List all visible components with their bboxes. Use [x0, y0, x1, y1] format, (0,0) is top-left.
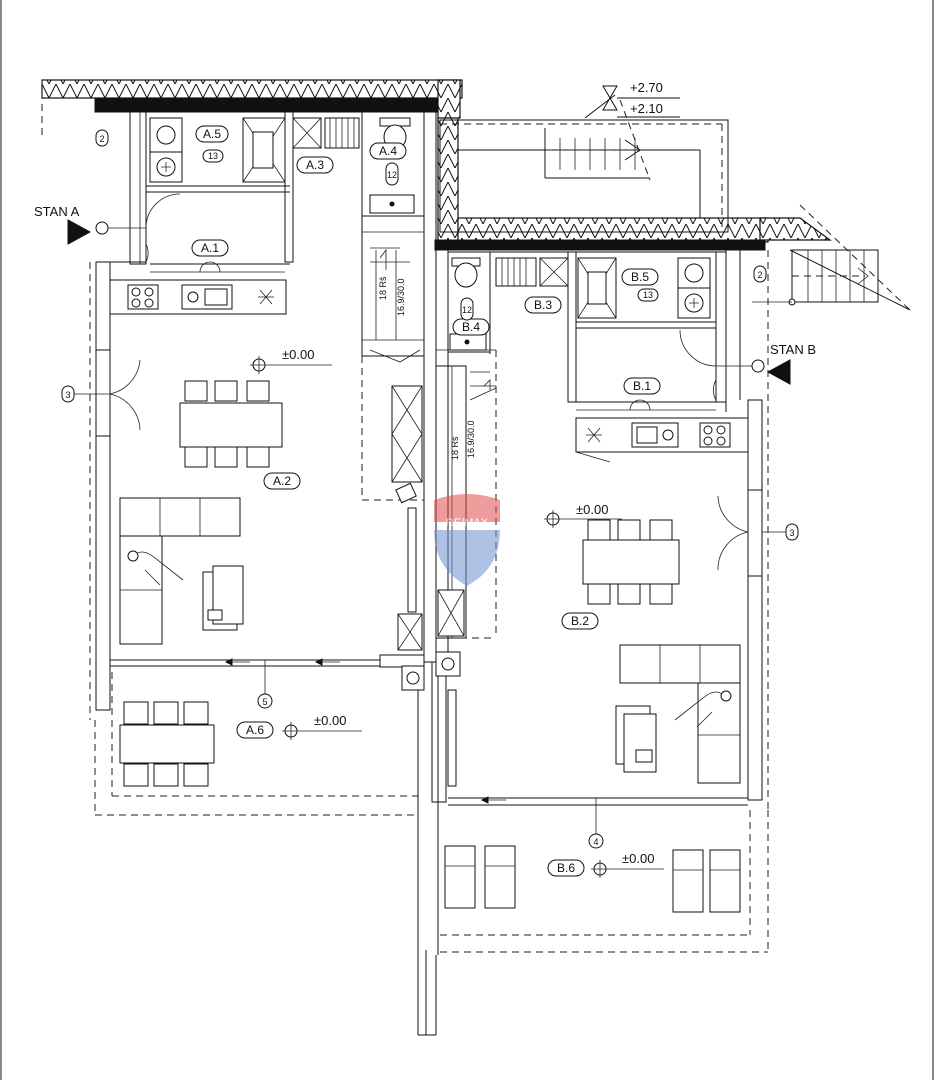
entrance-a-arrow-icon	[67, 219, 92, 245]
svg-text:2: 2	[757, 270, 762, 280]
a-terrace-level-marker: ±0.00	[282, 713, 362, 740]
svg-text:B.3: B.3	[534, 298, 552, 312]
b3-closet	[495, 257, 569, 287]
a-stair-size: 16.9/30.0	[396, 278, 406, 316]
apartment-a-walls	[89, 111, 437, 1035]
b-level-marker: ±0.00	[544, 502, 622, 528]
svg-text:±0.00: ±0.00	[314, 713, 346, 728]
a5-laundry	[149, 117, 183, 183]
svg-text:A.4: A.4	[379, 144, 397, 158]
entrance-b-label: STAN B	[770, 342, 816, 357]
door-tag-a-13: 13	[202, 149, 224, 163]
a-kitchen-counter	[109, 261, 287, 315]
a-coffee-table	[202, 565, 244, 631]
room-label-a1: A.1	[191, 239, 229, 257]
door-tag-b-13: 13	[637, 288, 659, 302]
svg-text:B.5: B.5	[631, 270, 649, 284]
a-side-door	[74, 349, 141, 437]
a-level-marker: ±0.00	[250, 347, 332, 374]
door-tag-b-2: 2	[753, 265, 767, 283]
svg-text:13: 13	[643, 290, 653, 300]
svg-text:B.2: B.2	[571, 614, 589, 628]
b-kitchen-counter	[575, 399, 749, 463]
svg-text:3: 3	[789, 528, 794, 538]
b-dining-table	[582, 519, 680, 605]
a-sofa	[119, 497, 241, 645]
svg-text:2: 2	[99, 134, 104, 144]
svg-text:5: 5	[262, 697, 267, 707]
room-label-b6: B.6	[547, 859, 585, 877]
svg-text:3: 3	[65, 390, 70, 400]
room-label-b3: B.3	[524, 296, 562, 314]
svg-text:12: 12	[387, 170, 397, 180]
b-stair-rise: 18 Rš	[450, 436, 460, 460]
svg-text:A.6: A.6	[246, 723, 264, 737]
room-label-b5: B.5	[621, 268, 659, 286]
entrance-a: STAN A	[34, 193, 181, 263]
svg-text:B.1: B.1	[633, 379, 651, 393]
entrance-b: STAN B	[679, 329, 816, 401]
b5-shower	[577, 257, 617, 319]
room-label-a3: A.3	[296, 156, 334, 174]
b4-toilet	[449, 257, 487, 351]
a-terrace-table	[119, 701, 215, 787]
entrance-b-arrow-icon	[766, 359, 791, 385]
svg-text:13: 13	[208, 151, 218, 161]
a-dining-table	[179, 380, 283, 468]
svg-text:4: 4	[593, 837, 598, 847]
hatched-wall-middle	[434, 117, 832, 251]
room-label-a6: A.6	[236, 721, 274, 739]
svg-text:B.6: B.6	[557, 861, 575, 875]
door-tag-a-12: 12	[385, 162, 399, 186]
window-tag-a-5: 5	[257, 660, 273, 709]
b-coffee-table	[615, 705, 657, 773]
a5-shower	[242, 117, 286, 183]
room-label-a5: A.5	[195, 125, 229, 143]
remax-watermark: RE/MAX	[434, 494, 500, 586]
upper-stair-area	[439, 94, 729, 233]
door-tag-b-12: 12	[460, 297, 474, 321]
b-outside-stairs	[752, 249, 879, 306]
level-top2: +2.10	[630, 101, 663, 116]
room-label-b2: B.2	[561, 612, 599, 630]
svg-text:RE/MAX: RE/MAX	[446, 517, 489, 529]
door-tag-a-2: 2	[95, 129, 109, 147]
a-stairs: 18 Rš 16.9/30.0	[362, 231, 424, 651]
b-sliding-door	[480, 796, 506, 804]
svg-text:±0.00: ±0.00	[576, 502, 608, 517]
svg-text:A.5: A.5	[203, 127, 221, 141]
entrance-a-label: STAN A	[34, 204, 80, 219]
room-label-b4: B.4	[452, 318, 490, 336]
b-side-door	[717, 489, 786, 577]
svg-text:±0.00: ±0.00	[282, 347, 314, 362]
svg-text:±0.00: ±0.00	[622, 851, 654, 866]
a3-closet	[292, 117, 360, 149]
window-tag-a-3: 3	[61, 385, 75, 403]
b-sofa	[619, 644, 741, 784]
b-stair-size: 16.9/30.0	[466, 420, 476, 458]
room-label-a4: A.4	[369, 142, 407, 160]
svg-text:A.3: A.3	[306, 158, 324, 172]
window-tag-b-3: 3	[785, 523, 799, 541]
svg-text:A.2: A.2	[273, 474, 291, 488]
window-tag-b-4: 4	[588, 798, 604, 849]
b-stairs: 18 Rš 16.9/30.0	[435, 365, 497, 787]
apartment-b-walls	[418, 249, 769, 1036]
b-terrace-loungers	[444, 845, 741, 913]
a-sliding-door	[224, 654, 425, 691]
level-top1: +2.70	[630, 80, 663, 95]
b-terrace-level-marker: ±0.00	[591, 851, 664, 878]
room-label-a2: A.2	[263, 472, 301, 490]
svg-text:12: 12	[462, 305, 472, 315]
svg-text:A.1: A.1	[201, 241, 219, 255]
b5-laundry	[677, 257, 711, 319]
a-stair-rise: 18 Rš	[378, 276, 388, 300]
room-label-b1: B.1	[623, 377, 661, 395]
svg-text:B.4: B.4	[462, 320, 480, 334]
level-marker-top: +2.70 +2.10	[602, 80, 680, 118]
